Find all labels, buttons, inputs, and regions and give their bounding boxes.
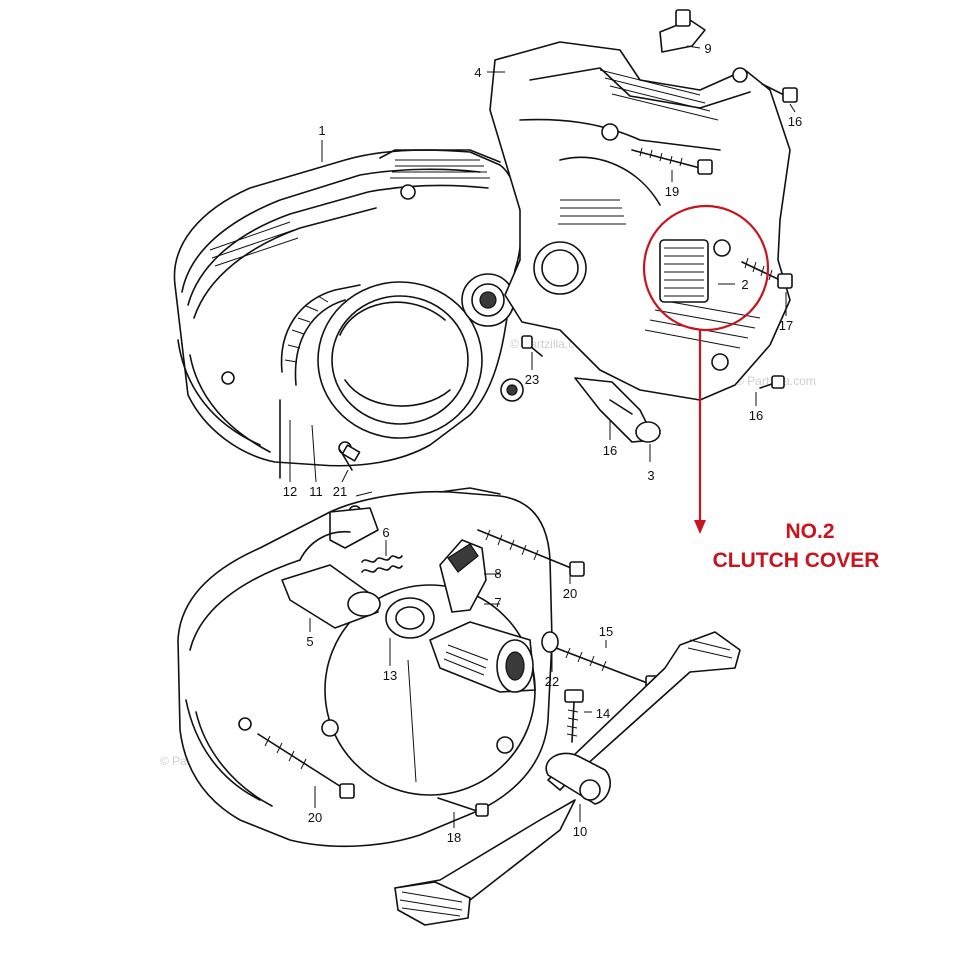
label-part-11: 11 — [309, 484, 323, 499]
label-part-15: 15 — [599, 624, 613, 639]
part-number-labels: 1 2 3 4 5 6 7 8 9 10 11 12 13 14 15 16 1… — [283, 41, 802, 845]
label-part-2: 2 — [741, 277, 748, 292]
label-part-7: 7 — [494, 595, 501, 610]
clutch-cover-pad-part-2 — [659, 239, 709, 303]
callout-arrow-head — [694, 520, 706, 534]
callout-line-1: NO.2 — [785, 520, 834, 543]
label-part-20-left: 20 — [308, 810, 322, 825]
leader-lines — [289, 45, 796, 828]
label-part-23: 23 — [525, 372, 539, 387]
label-part-21: 21 — [333, 484, 347, 499]
shift-mechanism — [281, 507, 536, 693]
label-part-20-right: 20 — [563, 586, 577, 601]
label-part-22: 22 — [545, 674, 559, 689]
label-part-1: 1 — [318, 123, 325, 138]
callout-line-2: CLUTCH COVER — [713, 549, 880, 572]
highlight-circle — [642, 204, 770, 332]
bolts-upper — [521, 83, 798, 415]
label-part-16-top: 16 — [788, 114, 802, 129]
pedal-lever-part-10 — [394, 631, 741, 926]
generator-cover-part-1 — [173, 149, 524, 479]
clutch-cover-callout: NO.2 CLUTCH COVER — [642, 204, 880, 572]
label-part-10: 10 — [573, 824, 587, 839]
label-part-17: 17 — [779, 318, 793, 333]
label-part-13: 13 — [383, 668, 397, 683]
label-part-3: 3 — [647, 468, 654, 483]
label-part-14: 14 — [596, 706, 610, 721]
label-part-8: 8 — [494, 566, 501, 581]
label-part-5: 5 — [306, 634, 313, 649]
label-part-18: 18 — [447, 830, 461, 845]
clip-part-9 — [659, 9, 706, 53]
crankcase-cover-part-4 — [489, 41, 791, 443]
label-part-16-lower: 16 — [603, 443, 617, 458]
label-part-9: 9 — [704, 41, 711, 56]
label-part-4: 4 — [474, 65, 481, 80]
label-part-19: 19 — [665, 184, 679, 199]
label-part-6: 6 — [382, 525, 389, 540]
label-part-16-right: 16 — [749, 408, 763, 423]
label-part-12: 12 — [283, 484, 297, 499]
bolts-lower — [257, 529, 661, 817]
